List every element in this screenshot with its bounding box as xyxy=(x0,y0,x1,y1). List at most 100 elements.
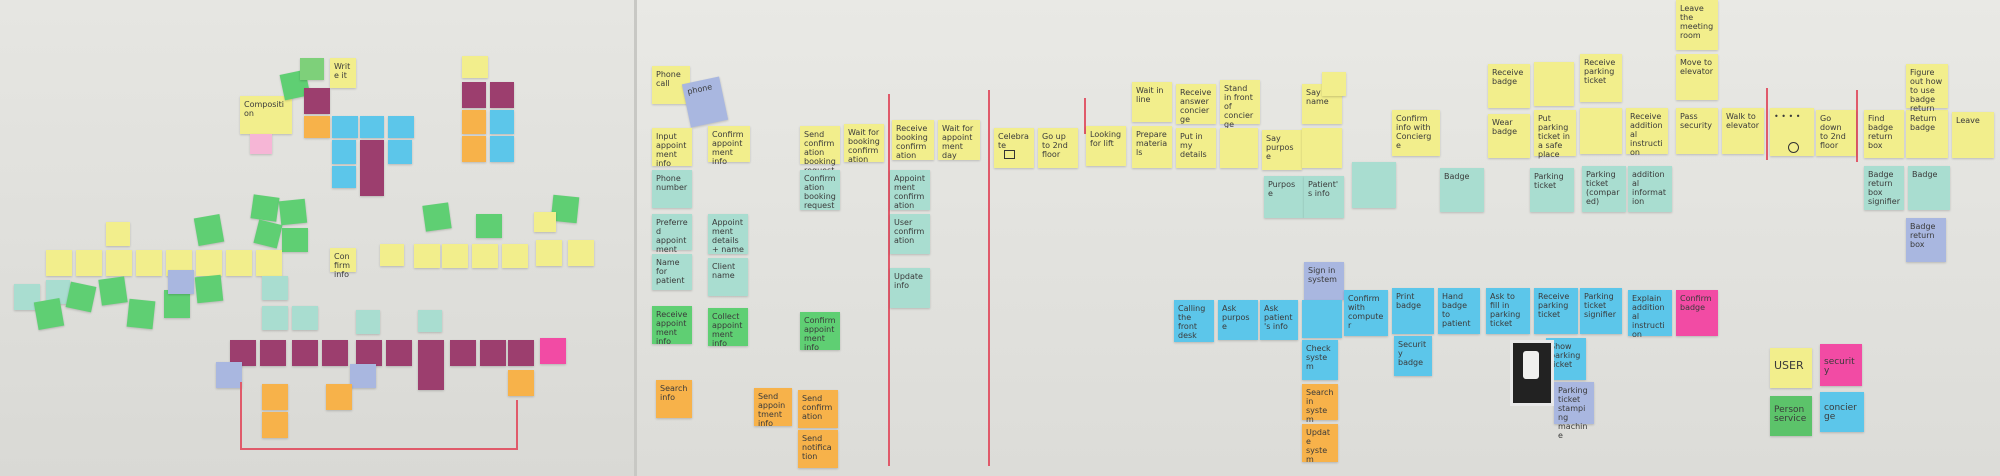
note-text: Update system xyxy=(1306,428,1331,464)
note-text: Security badge xyxy=(1398,340,1427,367)
panel-seam xyxy=(634,0,637,476)
sticky-note: Purpose xyxy=(1264,176,1304,218)
sticky-note xyxy=(304,116,330,138)
sticky-note: Input appointment info xyxy=(652,128,692,168)
sticky-note xyxy=(536,240,562,266)
note-text: Receive booking confirmation xyxy=(896,124,928,160)
sticky-note: Ask purpose xyxy=(1218,300,1258,340)
sticky-note xyxy=(462,110,486,134)
sticky-note: Wear badge xyxy=(1488,114,1530,158)
sticky-note: Receive parking ticket xyxy=(1534,288,1578,334)
sticky-note: Confirm appointment info xyxy=(800,312,840,352)
sticky-note xyxy=(256,250,282,276)
note-text: Return badge xyxy=(1910,114,1937,132)
sticky-note: Receive booking confirmation xyxy=(892,120,934,160)
sticky-note xyxy=(508,340,534,366)
note-text: Write it xyxy=(334,62,351,80)
sticky-note xyxy=(332,166,356,188)
note-text: • • • • xyxy=(1774,112,1801,121)
sticky-note: Move to elevator xyxy=(1676,54,1718,100)
sticky-note xyxy=(106,222,130,246)
note-text: Print badge xyxy=(1396,292,1422,310)
sticky-note xyxy=(388,116,414,138)
sticky-note: Receive additional instruction xyxy=(1626,108,1668,157)
note-text: Receive parking ticket xyxy=(1538,292,1570,319)
sticky-note: Hand badge to patient xyxy=(1438,288,1480,334)
sticky-note: Security badge xyxy=(1394,336,1432,376)
sticky-note xyxy=(380,244,404,266)
note-text: Put in my details xyxy=(1180,132,1207,159)
sticky-note: Go down to 2nd floor xyxy=(1816,110,1856,156)
sticky-note: Patient's info xyxy=(1304,176,1344,218)
sticky-note xyxy=(250,134,272,154)
sticky-note: Collect appointment info xyxy=(708,308,748,348)
sticky-note xyxy=(1220,128,1258,168)
sticky-note xyxy=(462,56,488,78)
sticky-note: Figure out how to use badge return xyxy=(1906,64,1948,113)
note-text: Say name xyxy=(1306,88,1329,106)
sticky-note xyxy=(360,116,384,138)
sticky-note xyxy=(98,276,128,306)
sticky-note: Confirm info with Concierge xyxy=(1392,110,1440,156)
note-text: Leave the meeting room xyxy=(1680,4,1714,40)
sticky-note xyxy=(1322,72,1346,96)
sticky-note xyxy=(568,240,594,266)
car-doodle-icon xyxy=(1004,150,1015,159)
sticky-note: Leave xyxy=(1952,112,1994,158)
sticky-note xyxy=(216,362,242,388)
sticky-note xyxy=(356,310,380,334)
note-text: Receive parking ticket xyxy=(1584,58,1616,85)
note-text: Ask to fill in parking ticket xyxy=(1490,292,1521,328)
sticky-note: Wait for appointment day xyxy=(938,120,980,160)
sticky-note xyxy=(414,244,440,268)
red-marker-line xyxy=(240,448,518,450)
sticky-note: additional information xyxy=(1628,166,1672,212)
legend-label: Person service xyxy=(1774,405,1807,424)
note-text: Receive appointment info xyxy=(656,310,688,346)
sticky-note xyxy=(1302,128,1342,168)
sticky-note xyxy=(196,250,222,276)
note-text: Celebrate xyxy=(998,132,1029,150)
note-text: Calling the front desk xyxy=(1178,304,1206,340)
note-text: Badge xyxy=(1912,170,1938,179)
sticky-note xyxy=(442,244,468,268)
sticky-note: Return badge xyxy=(1906,110,1948,158)
note-text: Name for patient xyxy=(656,258,685,285)
note-text: Go down to 2nd floor xyxy=(1820,114,1846,150)
sticky-note xyxy=(1580,108,1622,154)
sticky-note: Stand in front of concierge xyxy=(1220,80,1260,129)
note-text: Say purpose xyxy=(1266,134,1294,161)
sticky-note xyxy=(193,213,225,247)
note-text: Walk to elevator xyxy=(1726,112,1760,130)
note-text: Prepare materials xyxy=(1136,130,1168,157)
sticky-note xyxy=(534,212,556,232)
sticky-note: Write it xyxy=(330,58,356,88)
note-text: Send confirmation booking request xyxy=(804,130,836,175)
sticky-note: Receive appointment info xyxy=(652,306,692,346)
sticky-note: Appointment confirmation xyxy=(890,170,930,210)
sticky-note xyxy=(76,250,102,276)
sticky-note: Badge return box signifier xyxy=(1864,166,1904,210)
note-text: Phone call xyxy=(656,70,681,88)
sticky-note: Find badge return box xyxy=(1864,110,1904,158)
note-text: Sign in system xyxy=(1308,266,1337,284)
sticky-note xyxy=(356,340,382,366)
sticky-note xyxy=(292,340,318,366)
sticky-note xyxy=(292,306,318,330)
note-text: Figure out how to use badge return xyxy=(1910,68,1943,113)
sticky-note xyxy=(326,384,352,410)
sticky-note xyxy=(490,82,514,108)
note-text: Confirm info xyxy=(334,252,350,279)
sticky-note: Update info xyxy=(890,268,930,308)
note-text: Send confirmation xyxy=(802,394,833,421)
note-text: Wear badge xyxy=(1492,118,1518,136)
sticky-note xyxy=(226,250,252,276)
sticky-note xyxy=(418,310,442,332)
note-text: User confirmation xyxy=(894,218,925,245)
sticky-note: Put parking ticket in a safe place xyxy=(1534,110,1576,159)
note-text: Confirm appointment info xyxy=(712,130,744,166)
sticky-note: Wait for booking confirmation xyxy=(844,124,884,164)
sticky-note xyxy=(304,88,330,114)
note-text: Parking ticket xyxy=(1534,172,1564,190)
